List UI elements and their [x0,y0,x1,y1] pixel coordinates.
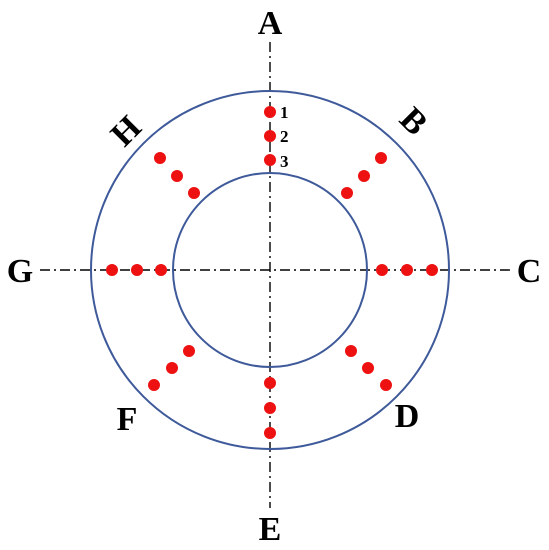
dot-a-1 [264,106,276,118]
dot-c-3 [376,264,388,276]
label-e: E [259,511,282,548]
dot-f-2 [166,362,178,374]
label-h: H [104,109,149,154]
point-label-2: 2 [280,127,289,146]
dot-e-3 [264,377,276,389]
label-a: A [258,5,283,42]
dot-h-1 [154,152,166,164]
dot-a-2 [264,130,276,142]
dot-d-3 [345,345,357,357]
label-g: G [7,253,33,290]
dot-d-1 [380,379,392,391]
dots-b [341,152,387,199]
dot-b-1 [375,152,387,164]
dot-e-1 [264,427,276,439]
label-c: C [517,253,542,290]
dot-h-3 [188,187,200,199]
dot-h-2 [171,170,183,182]
dots-f [148,345,195,391]
label-f: F [117,401,138,438]
dots-c [376,264,438,276]
dot-f-3 [183,345,195,357]
dot-d-2 [362,362,374,374]
dot-b-2 [358,170,370,182]
point-label-3: 3 [280,152,289,171]
dot-a-3 [264,154,276,166]
label-b: B [392,101,434,143]
dots-d [345,345,392,391]
dot-g-1 [106,264,118,276]
dot-g-2 [131,264,143,276]
dot-f-1 [148,379,160,391]
dot-c-1 [426,264,438,276]
dot-g-3 [155,264,167,276]
dots-e [264,377,276,439]
dots-h [154,152,200,199]
dot-b-3 [341,187,353,199]
dot-c-2 [401,264,413,276]
dots-a [264,106,276,166]
label-d: D [395,398,420,435]
dots-g [106,264,167,276]
inner-circle [172,172,368,368]
point-label-1: 1 [280,103,289,122]
outer-circle [90,90,450,450]
dot-e-2 [264,402,276,414]
